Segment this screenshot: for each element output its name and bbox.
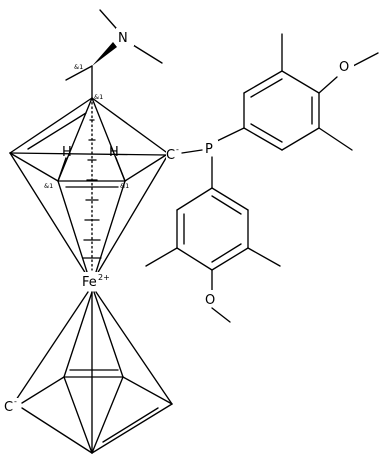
nitrogen-atom: N bbox=[118, 31, 128, 46]
stereo-label-side-chain: &1 bbox=[74, 63, 83, 71]
stereo-label-ring-top: &1 bbox=[94, 93, 103, 101]
aryl-ring-upper bbox=[243, 33, 379, 151]
cp-ring-upper bbox=[9, 97, 167, 188]
stereo-label-ring-right: &1 bbox=[120, 182, 129, 190]
stereo-label-ring-left: &1 bbox=[44, 182, 53, 190]
iron-charge: 2+ bbox=[98, 273, 110, 282]
phosphorus-atom: P bbox=[205, 142, 213, 157]
hashed-bond bbox=[82, 119, 102, 259]
iron-atom: Fe bbox=[82, 275, 97, 290]
hydrogen-atom-left: H bbox=[62, 145, 72, 160]
dimethylamino-side-chain bbox=[65, 9, 163, 99]
cp-ring-lower bbox=[15, 291, 173, 454]
atom-labels: N O P O C - C - Fe 2+ H H bbox=[4, 28, 354, 415]
stereo-labels: &1 &1 &1 &1 bbox=[44, 63, 129, 190]
carbanion-upper: C bbox=[166, 148, 175, 163]
hydrogen-atom-right: H bbox=[109, 145, 119, 160]
aryl-ring-lower bbox=[145, 187, 281, 323]
carbanion-lower: C bbox=[4, 400, 13, 415]
carbanion-lower-charge: - bbox=[14, 397, 17, 406]
oxygen-atom-bottom: O bbox=[205, 293, 215, 308]
oxygen-atom-top: O bbox=[339, 60, 349, 75]
phosphorus-bonds bbox=[181, 127, 245, 189]
carbanion-upper-charge: - bbox=[176, 145, 179, 154]
ring-fe-bonds bbox=[9, 97, 167, 275]
wedge-bond bbox=[92, 42, 117, 66]
